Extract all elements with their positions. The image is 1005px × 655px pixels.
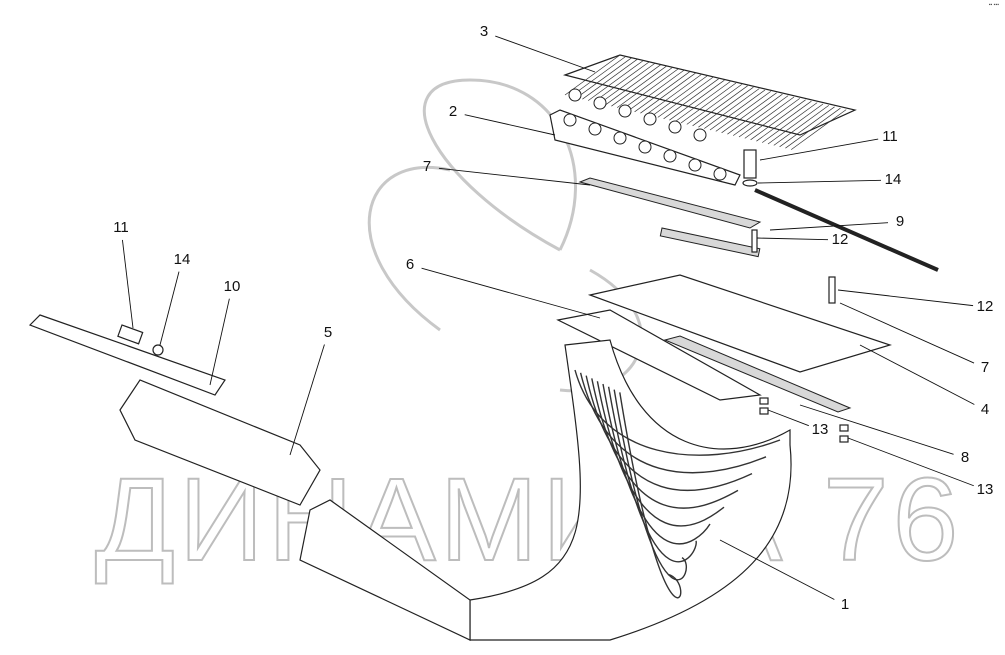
callout-7: 7: [423, 158, 431, 175]
leader-line: [464, 114, 556, 136]
leader-line: [759, 138, 879, 161]
callout-13: 13: [977, 481, 994, 498]
callout-11: 11: [882, 128, 898, 145]
leader-line: [421, 267, 601, 319]
leader-line: [837, 289, 974, 307]
callout-4: 4: [981, 401, 989, 418]
callout-11: 11: [113, 219, 129, 236]
callout-9: 9: [896, 213, 904, 230]
leader-line: [769, 222, 889, 231]
part-2-comb-plate: [549, 109, 741, 186]
callout-2: 2: [449, 103, 457, 120]
leader-line: [847, 437, 974, 487]
part-12-bolt-right: [828, 276, 836, 304]
callout-7: 7: [981, 359, 989, 376]
callout-8: 8: [961, 449, 969, 466]
corner-mark: ▪▪ ▪▪▪: [988, 2, 999, 8]
leader-line: [159, 271, 180, 346]
leader-line: [209, 298, 230, 386]
callout-1: 1: [841, 596, 849, 613]
leader-line: [839, 302, 975, 364]
part-14-washer-left: [152, 344, 164, 356]
part-5-side-panel: [119, 379, 321, 506]
leader-line: [719, 539, 835, 600]
leader-line: [799, 404, 954, 455]
leader-line: [495, 35, 596, 73]
part-12-bolt: [751, 229, 758, 253]
part-4-plate: [587, 274, 892, 373]
callout-5: 5: [324, 324, 332, 341]
part-10-cover: [28, 314, 226, 396]
leader-line: [757, 179, 882, 184]
leader-line: [289, 344, 325, 456]
leader-line: [756, 237, 829, 241]
part-11-bolt-left: [117, 324, 144, 345]
part-1-concave: [299, 339, 792, 641]
leader-line: [859, 344, 975, 405]
callout-6: 6: [406, 256, 414, 273]
part-13-nuts: [759, 397, 849, 443]
leader-line: [438, 167, 591, 186]
callout-14: 14: [885, 171, 902, 188]
part-8-strip: [663, 335, 852, 413]
callout-12: 12: [977, 298, 994, 315]
part-3-grate: [562, 54, 857, 150]
callout-12: 12: [832, 231, 849, 248]
callout-3: 3: [480, 23, 488, 40]
part-14-washer: [742, 179, 758, 187]
leader-line: [121, 239, 134, 329]
callout-14: 14: [174, 251, 191, 268]
leader-line: [767, 409, 809, 427]
part-11-bolt: [743, 149, 757, 179]
part-9-rod: [754, 188, 939, 272]
part-12-strip: [659, 227, 761, 258]
part-6-plate: [556, 309, 762, 401]
callout-13: 13: [812, 421, 829, 438]
callout-10: 10: [224, 278, 241, 295]
part-7-strip: [578, 177, 762, 229]
